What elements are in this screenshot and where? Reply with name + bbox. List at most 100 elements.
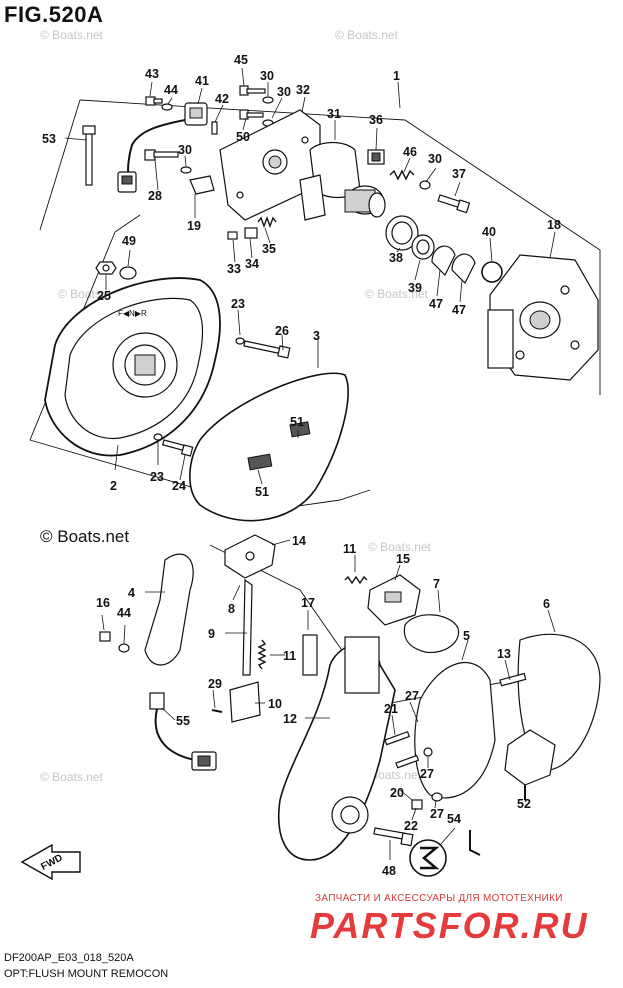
callout-37: 37	[452, 167, 466, 181]
watermark: © Boats.net	[365, 287, 428, 301]
callout-6: 6	[543, 597, 550, 611]
callout-54: 54	[447, 812, 461, 826]
callout-5: 5	[463, 629, 470, 643]
callout-30: 30	[428, 152, 442, 166]
advert-logo: PARTSFOR.RU	[310, 905, 589, 946]
callout-50: 50	[236, 130, 250, 144]
screw-part	[144, 149, 179, 161]
screw-part	[161, 439, 194, 457]
callout-29: 29	[208, 677, 222, 691]
pad-part	[247, 453, 273, 471]
callout-30: 30	[260, 69, 274, 83]
callout-45: 45	[234, 53, 248, 67]
handle-part	[278, 636, 396, 861]
callout-47: 47	[429, 297, 443, 311]
bolt-part	[373, 827, 414, 847]
callout-36: 36	[369, 113, 383, 127]
washer-part	[153, 433, 163, 441]
callout-15: 15	[396, 552, 410, 566]
callout-25: 25	[97, 289, 111, 303]
cover-part	[189, 372, 349, 522]
spring-part	[257, 216, 277, 228]
spring-part	[344, 575, 368, 585]
plate-part	[302, 634, 318, 676]
button-part	[403, 614, 460, 654]
callout-16: 16	[96, 596, 110, 610]
figure-title: FIG.520A	[4, 2, 104, 27]
callout-28: 28	[148, 189, 162, 203]
callout-1: 1	[393, 69, 400, 83]
detent-part	[244, 227, 258, 239]
watermark: © Boats.net	[40, 28, 103, 42]
callout-40: 40	[482, 225, 496, 239]
trim-switch-part	[504, 729, 556, 800]
screw-part	[395, 754, 420, 769]
washer-part	[119, 266, 137, 280]
callout-44: 44	[164, 83, 178, 97]
washer-part	[180, 166, 192, 174]
callout-numbers: 1 2 3 4 5 6 7 8 9 10 11 11 12 13 14 15 1…	[42, 53, 561, 878]
plate-part	[451, 253, 476, 285]
callout-35: 35	[262, 242, 276, 256]
harness-part	[469, 830, 481, 856]
callout-42: 42	[215, 92, 229, 106]
callout-18: 18	[547, 218, 561, 232]
spring-part	[257, 639, 267, 670]
callout-53: 53	[42, 132, 56, 146]
callout-43: 43	[145, 67, 159, 81]
callout-13: 13	[497, 647, 511, 661]
callout-47: 47	[452, 303, 466, 317]
screw-part	[239, 85, 266, 96]
callout-14: 14	[292, 534, 306, 548]
callout-44: 44	[117, 606, 131, 620]
housing-part	[487, 254, 599, 381]
washer-part	[419, 180, 431, 190]
callout-52: 52	[517, 797, 531, 811]
washer-part	[431, 792, 443, 802]
callout-32: 32	[296, 83, 310, 97]
callout-3: 3	[313, 329, 320, 343]
callout-33: 33	[227, 262, 241, 276]
emblem-part	[409, 839, 447, 877]
pin-part	[499, 672, 527, 687]
actuator-part	[367, 574, 421, 626]
callout-12: 12	[283, 712, 297, 726]
callout-38: 38	[389, 251, 403, 265]
diagram-code: DF200AP_E03_018_520A	[4, 952, 134, 964]
callout-30: 30	[277, 85, 291, 99]
washer-part	[262, 96, 274, 104]
callout-41: 41	[195, 74, 209, 88]
washer-part	[161, 103, 173, 111]
callout-11: 11	[343, 542, 356, 556]
diagram-description: OPT:FLUSH MOUNT REMOCON	[4, 968, 169, 980]
callout-22: 22	[404, 819, 418, 833]
callout-34: 34	[245, 257, 259, 271]
callout-8: 8	[228, 602, 235, 616]
rod-part	[242, 578, 253, 676]
callout-51: 51	[255, 485, 269, 499]
washer-part	[423, 747, 433, 757]
lever-part	[144, 553, 194, 666]
watermark: © Boats.net	[40, 770, 103, 784]
callout-27: 27	[405, 689, 419, 703]
callout-39: 39	[408, 281, 422, 295]
pin-part	[227, 231, 238, 240]
switch-block-part	[367, 149, 385, 165]
screw-part	[243, 340, 291, 359]
nut-part	[95, 261, 117, 275]
pin-part	[211, 709, 223, 713]
callout-17: 17	[301, 596, 315, 610]
lever-hub-part	[299, 141, 386, 221]
callout-31: 31	[327, 107, 341, 121]
washer-part	[118, 643, 130, 653]
harness-part	[149, 692, 217, 771]
callout-9: 9	[208, 627, 215, 641]
callout-27: 27	[420, 767, 434, 781]
screw-part	[384, 731, 411, 746]
bracket-part	[229, 681, 261, 723]
callout-48: 48	[382, 864, 396, 878]
callout-19: 19	[187, 219, 201, 233]
screw-part	[145, 96, 163, 106]
